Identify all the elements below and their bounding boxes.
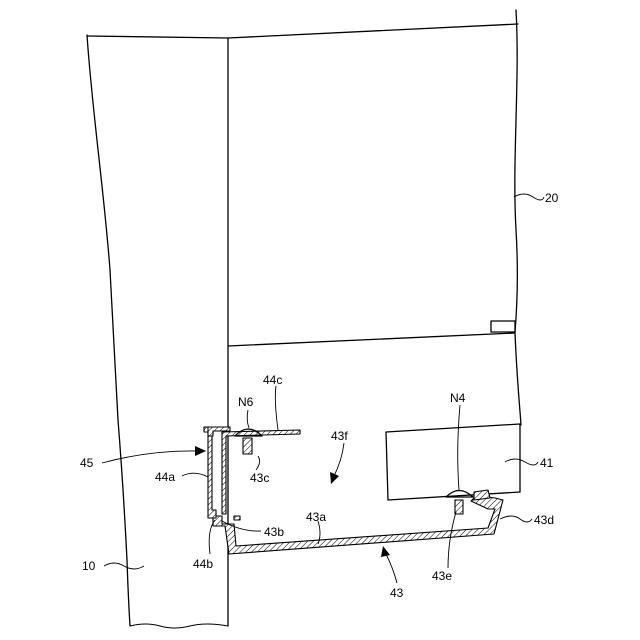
label-n6: N6 [238,395,254,409]
label-43b: 43b [264,525,284,539]
label-20: 20 [545,191,559,205]
label-44b: 44b [193,557,213,571]
label-44a: 44a [155,470,175,484]
label-10: 10 [82,559,96,573]
label-45: 45 [80,456,94,470]
label-43a: 43a [306,510,326,524]
leader-lines [102,194,544,583]
member-20 [228,10,518,346]
bracket-43-end-tab [474,490,490,500]
label-43e: 43e [432,569,452,583]
label-43: 43 [390,586,404,600]
fastener-n4 [446,491,473,515]
right-housing-edge [515,333,521,425]
label-43d: 43d [534,513,554,527]
label-41: 41 [540,456,554,470]
label-n4: N4 [450,391,466,405]
component-41 [386,424,520,500]
label-44c: 44c [263,373,282,387]
member-10 [87,35,228,628]
label-43f: 43f [331,429,348,443]
label-43c: 43c [250,471,269,485]
